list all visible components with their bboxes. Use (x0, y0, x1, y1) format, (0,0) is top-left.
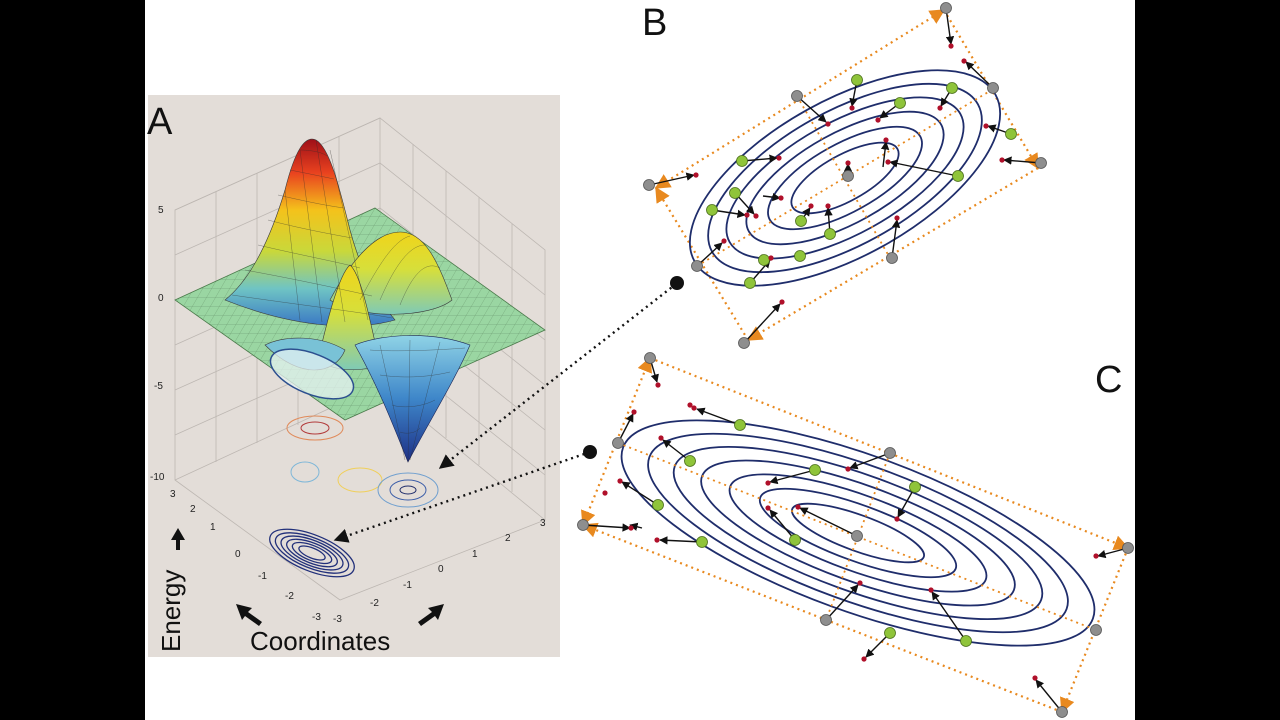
panel-c-gray-nodes (577, 352, 1134, 718)
panel-b-green-nodes (706, 74, 1017, 289)
panel-b-guides (696, 87, 996, 267)
coord-right-tick: 0 (438, 564, 444, 575)
panel-c-contours (620, 419, 1096, 647)
coord-right-tick: 2 (505, 533, 511, 544)
panel-a-label: A (147, 101, 173, 143)
panel-c-bounding-frame (581, 356, 1130, 714)
connector-to-panel-b (438, 283, 677, 469)
coord-left-tick: 1 (210, 522, 216, 533)
coord-left-tick: -3 (312, 612, 321, 623)
coord-ticks-left: 3 2 1 0 -1 -2 -3 (170, 489, 321, 623)
coord-right-tick: 1 (472, 549, 478, 560)
panel-b-label: B (642, 2, 667, 44)
energy-tick-0: 0 (158, 293, 164, 304)
energy-axis-label: Energy (156, 570, 186, 652)
coord-left-tick: 3 (170, 489, 176, 500)
coord-right-tick: -2 (370, 598, 379, 609)
panel-c-green-nodes (652, 419, 972, 647)
panel-c-guides (617, 442, 1097, 631)
coord-left-arrow (236, 604, 262, 626)
connectors (333, 283, 677, 543)
coord-right-tick: -3 (333, 614, 342, 625)
coord-right-tick: -1 (403, 580, 412, 591)
coordinates-axis-label: Coordinates (250, 626, 390, 656)
panel-b-gray-nodes (643, 2, 1047, 349)
energy-tick-neg10: -10 (150, 472, 165, 483)
connector-origin-b (670, 276, 684, 290)
coord-left-tick: -1 (258, 571, 267, 582)
coord-right-tick: 3 (540, 518, 546, 529)
floor-contours (286, 415, 439, 508)
selected-basin-ellipse (269, 348, 355, 400)
surface-mesh-lines (231, 139, 466, 463)
connector-origin-c (583, 445, 597, 459)
coord-left-tick: -2 (285, 591, 294, 602)
panel-c: C (577, 352, 1134, 718)
panel-b-red-dots (693, 43, 1005, 305)
energy-up-arrow (171, 528, 185, 550)
coord-ticks-right: -3 -2 -1 0 1 2 3 (333, 518, 546, 625)
coord-right-arrow (418, 604, 444, 626)
coord-left-tick: 0 (235, 549, 241, 560)
panel-c-red-dots (602, 382, 1099, 681)
floor-ellipse-stack (269, 528, 355, 578)
panel-a: 5 0 -5 -10 3 2 1 0 -1 -2 -3 -3 -2 -1 0 1… (147, 95, 560, 657)
panel-c-label: C (1095, 359, 1122, 401)
panel-b: B (642, 2, 1047, 349)
surface-deep-well (354, 335, 471, 463)
energy-tick-neg5: -5 (154, 381, 163, 392)
energy-tick-5: 5 (158, 205, 164, 216)
coord-left-tick: 2 (190, 504, 196, 515)
